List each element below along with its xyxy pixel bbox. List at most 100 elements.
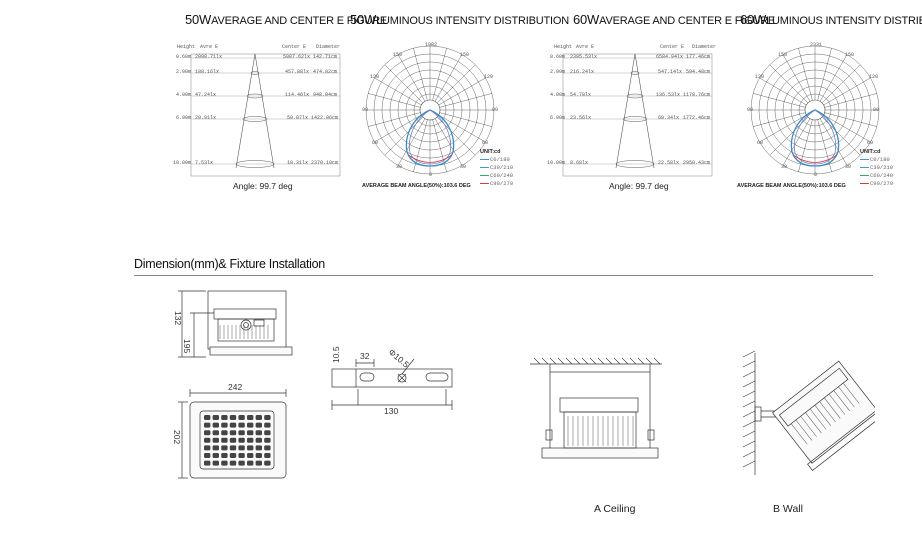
legend-label: C90/270 xyxy=(490,180,514,187)
legend-label: C0/180 xyxy=(870,156,890,163)
row-diameter-50w: 2370.10cm xyxy=(311,160,339,166)
polar-angle-150-left: 150 xyxy=(393,52,403,58)
row-diameter-50w: 142.71cm xyxy=(313,54,338,60)
col-height-50w: Height xyxy=(177,44,196,50)
led-cell xyxy=(238,437,245,443)
led-cell xyxy=(247,430,254,436)
row-ave-60w: 23.56lx xyxy=(570,115,592,121)
led-cell xyxy=(212,437,219,443)
polar-angle-30-right: 30 xyxy=(460,164,467,170)
led-cell xyxy=(212,460,219,466)
led-cell xyxy=(212,445,219,451)
led-cell xyxy=(264,422,271,428)
polar-angle-90-left: 90 xyxy=(747,107,754,113)
avg-title-50w-wattage: 50W xyxy=(185,12,212,27)
illuminance-figure-50w: Height Avre E Center E Diameter 0.60m 20… xyxy=(173,44,342,178)
row-center-60w: 22.58lx xyxy=(658,160,680,166)
legend-50w: UNIT:cd C0/180 C30/210 C60/240 C90/270 xyxy=(480,148,513,188)
polar-max-60w: 2331 xyxy=(810,42,823,48)
led-cell xyxy=(264,415,271,420)
polar-angle-30-right: 30 xyxy=(845,164,852,170)
legend-swatch xyxy=(860,183,869,185)
ceiling-install-drawing xyxy=(520,350,670,470)
polar-angle-60-left: 60 xyxy=(757,140,764,146)
legend-swatch xyxy=(480,167,489,169)
row-diameter-50w: 948.04cm xyxy=(313,92,338,98)
row-center-60w: 547.14lx xyxy=(658,69,683,75)
wall-caption: B Wall xyxy=(773,503,803,515)
avg-title-60w: 60WAVERAGE AND CENTER E FIGURE xyxy=(573,12,775,27)
legend-unit: UNIT:cd xyxy=(480,149,501,155)
bracket-hole-label: 32 xyxy=(360,351,370,361)
led-cell xyxy=(247,437,254,443)
led-cell xyxy=(229,445,237,451)
legend-unit: UNIT:cd xyxy=(860,149,881,155)
polar-angle-0: 0 xyxy=(429,172,433,178)
front-width-label: 242 xyxy=(228,382,242,392)
polar-angle-150-left: 150 xyxy=(778,52,788,58)
illuminance-figure-60w: Height Avre E Center E Diameter 0.60m 23… xyxy=(547,44,716,178)
led-cell xyxy=(238,430,245,436)
led-cell xyxy=(204,460,211,466)
legend-item: C0/180 xyxy=(860,156,893,164)
legend-swatch xyxy=(480,175,489,177)
row-height-50w: 0.60m xyxy=(176,54,192,60)
led-cell xyxy=(238,415,245,420)
legend-item: C60/240 xyxy=(860,172,893,180)
row-diameter-60w: 2950.43cm xyxy=(683,160,711,166)
led-cell xyxy=(238,445,245,451)
led-cell xyxy=(255,415,262,420)
legend-swatch xyxy=(860,175,869,177)
legend-label: C0/180 xyxy=(490,156,510,163)
legend-label: C60/240 xyxy=(870,172,894,179)
col-ave-50w: Avre E xyxy=(200,44,219,50)
col-diameter-50w: Diameter xyxy=(316,44,341,50)
front-dimension-labels: 242 202 xyxy=(172,382,242,444)
led-cell xyxy=(229,453,237,458)
led-cell xyxy=(264,430,271,436)
led-cell xyxy=(255,445,262,451)
side-view-drawing xyxy=(170,285,300,365)
legend-swatch xyxy=(860,159,869,161)
polar-angle-30-left: 30 xyxy=(781,164,788,170)
polar-angle-30-left: 30 xyxy=(396,164,403,170)
row-ave-60w: 2395.53lx xyxy=(570,54,598,60)
avg-title-60w-rest: AVERAGE AND CENTER E FIGURE xyxy=(599,15,776,27)
polar-chart-50w-svg xyxy=(365,45,495,175)
row-ave-60w: 216.24lx xyxy=(570,69,595,75)
legend-item: C0/180 xyxy=(480,156,513,164)
led-cell xyxy=(221,430,228,436)
bracket-svg xyxy=(331,358,453,410)
section-title-dimensions: Dimension(mm)& Fixture Installation xyxy=(134,257,325,271)
row-height-50w: 4.00m xyxy=(176,92,192,98)
row-center-50w: 457.88lx xyxy=(285,69,310,75)
col-center-50w: Center E xyxy=(282,44,307,50)
polar-angle-120-left: 120 xyxy=(755,74,765,80)
led-cell xyxy=(221,437,228,443)
row-ave-50w: 47.24lx xyxy=(195,92,217,98)
avg-title-50w: 50WAVERAGE AND CENTER E FIGURE xyxy=(185,12,387,27)
led-cell xyxy=(212,453,219,458)
led-cell xyxy=(255,430,262,436)
legend-item: C30/210 xyxy=(480,164,513,172)
row-height-60w: 4.00m xyxy=(550,92,566,98)
polar-angle-120-right: 120 xyxy=(869,74,879,80)
polar-angle-60-left: 60 xyxy=(372,140,379,146)
row-center-60w: 6584.94lx xyxy=(656,54,684,60)
side-height-inner-label: 132 xyxy=(173,311,183,325)
row-height-60w: 0.60m xyxy=(550,54,566,60)
led-cell xyxy=(204,453,211,458)
row-diameter-50w: 474.02cm xyxy=(313,69,338,75)
legend-swatch xyxy=(480,183,489,185)
row-ave-60w: 8.68lx xyxy=(570,160,589,166)
avg-title-60w-wattage: 60W xyxy=(573,12,600,27)
polar-angle-0: 0 xyxy=(814,172,818,178)
led-cell xyxy=(229,460,237,466)
row-center-60w: 60.34lx xyxy=(658,115,680,121)
illuminance-figure-60w-svg xyxy=(562,53,713,177)
row-height-60w: 10.00m xyxy=(547,160,566,166)
led-cell xyxy=(229,430,237,436)
bracket-drawing: 32 Φ10.5 10.5 130 xyxy=(330,345,460,415)
legend-swatch xyxy=(480,159,489,161)
side-view-svg xyxy=(178,290,293,358)
